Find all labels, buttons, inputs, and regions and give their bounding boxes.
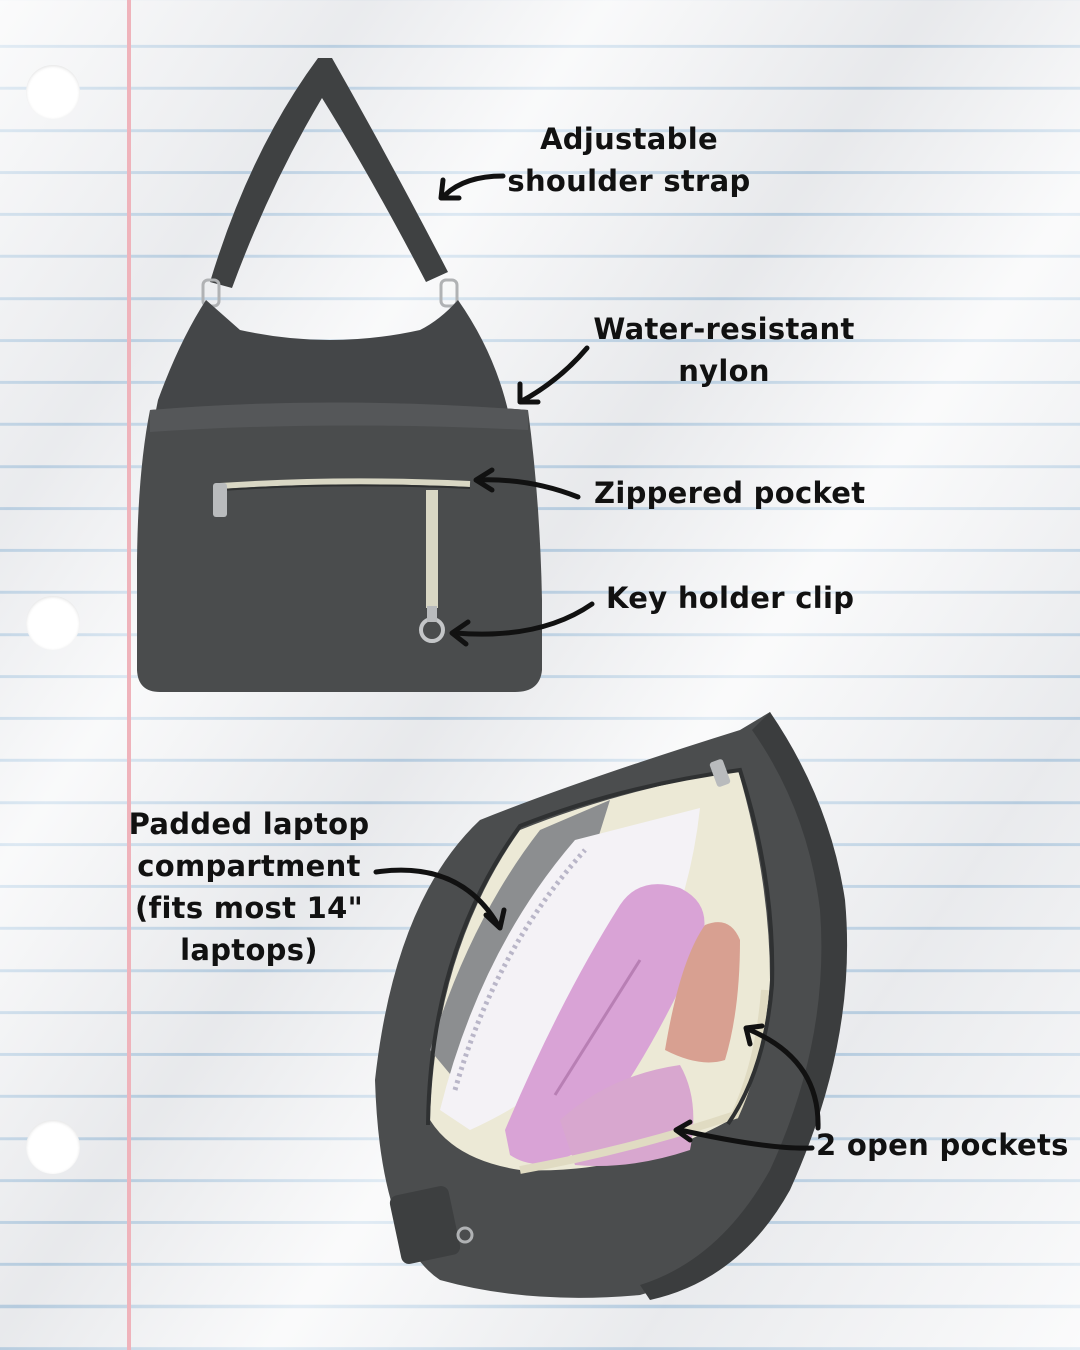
callout-nylon-line-2: nylon [678,354,770,388]
arrow-laptop [373,867,501,928]
strap-ring [439,278,459,308]
spiral-notebook [440,808,700,1130]
callout-laptop-line-4: laptops) [180,933,318,967]
notebook-spiral [452,848,587,1091]
callout-nylon-line-1: Water-resistant [593,312,855,346]
callout-laptop-line-1: Padded laptop [128,807,370,841]
callout-laptop: Padded laptop compartment (fits most 14"… [118,803,380,971]
arrow-pocket-2-head [743,1023,765,1047]
callout-pockets-line-1: 2 open pockets [816,1128,1069,1162]
callout-laptop-line-3: (fits most 14" [134,891,364,925]
callout-key: Key holder clip [606,577,854,619]
strap-tab [389,1186,461,1264]
strap-ring [456,1226,474,1244]
arrow-key [452,601,595,637]
arrow-pocket-1 [677,1127,815,1151]
bag-body [137,402,542,692]
arrow-pocket-2 [747,1027,821,1131]
binder-hole [26,596,80,650]
callout-nylon: Water-resistant nylon [584,308,864,392]
wallet [665,922,740,1063]
callout-pockets: 2 open pockets [816,1124,1069,1166]
callout-strap-line-2: shoulder strap [507,164,751,198]
bag-top-shade [150,402,528,432]
bottle-logo [553,959,642,1096]
callout-strap-line-1: Adjustable [540,122,718,156]
callout-key-line-1: Key holder clip [606,581,855,615]
bag-strap-open [640,712,848,1300]
callout-zipper: Zippered pocket [594,472,865,514]
zipper-teeth [219,484,471,491]
arrow-key-head [449,619,471,647]
binder-hole [26,1120,80,1174]
zipper-pull [213,483,227,517]
arrow-zipper [475,477,581,500]
main-zipper [426,767,775,1126]
arrow-nylon [519,345,590,404]
key-clip-swivel [427,606,437,622]
arrow-laptop-head [483,907,507,931]
main-zipper-pull [709,759,731,787]
arrow-strap [442,173,506,198]
shoulder-strap [210,58,448,288]
binder-hole [26,65,80,119]
callout-laptop-line-2: compartment [137,849,361,883]
zipper-line [219,478,471,489]
arrow-nylon-head [517,381,541,405]
key-strap [426,490,438,608]
callout-strap: Adjustable shoulder strap [498,118,760,202]
arrow-pocket-1-head [673,1119,693,1143]
bag-upper-body [152,300,512,430]
arrow-zipper-head [473,467,495,493]
notebook-margin-line [127,0,131,1350]
arrow-strap-head [438,177,462,201]
callout-zipper-line-1: Zippered pocket [594,476,866,510]
